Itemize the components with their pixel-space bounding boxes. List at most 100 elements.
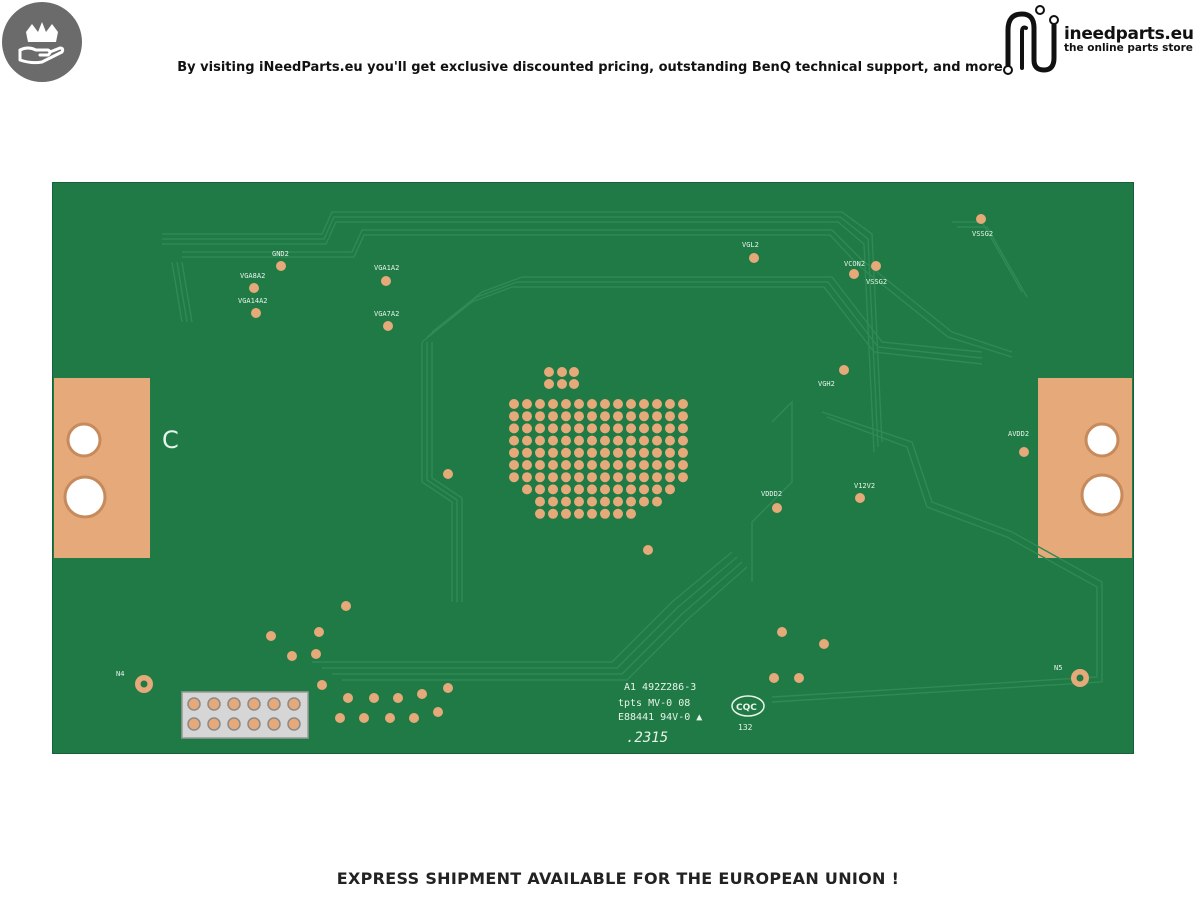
silk-n4: N4 bbox=[116, 670, 124, 678]
copper-pad-left bbox=[54, 378, 150, 558]
bga-pad bbox=[639, 423, 649, 434]
silk-vga1a2: VGA1A2 bbox=[374, 264, 399, 272]
bga-pad bbox=[678, 399, 688, 409]
silk-vga14a2: VGA14A2 bbox=[238, 297, 268, 305]
bga-pad bbox=[574, 484, 584, 495]
bga-pad bbox=[535, 472, 545, 483]
bga-pad bbox=[548, 484, 558, 495]
bga-pad bbox=[600, 423, 610, 434]
bga-pad bbox=[600, 460, 610, 470]
bga-pad bbox=[548, 423, 558, 434]
silk-corner-letter: C bbox=[162, 426, 179, 454]
bga-pad bbox=[665, 423, 675, 434]
bga-pad bbox=[678, 435, 688, 446]
bga-pad bbox=[522, 447, 532, 458]
bga-pad bbox=[600, 447, 610, 458]
connector-pin bbox=[267, 717, 281, 731]
bga-pad bbox=[535, 447, 545, 458]
bga-pad bbox=[600, 435, 610, 446]
bga-pad bbox=[652, 399, 662, 409]
bga-pad bbox=[522, 411, 532, 422]
bga-pad bbox=[665, 411, 675, 422]
bga-pad bbox=[613, 496, 623, 507]
bga-pad bbox=[587, 423, 597, 434]
bga-pad bbox=[535, 399, 545, 409]
bga-pad bbox=[509, 435, 519, 446]
bga-pad bbox=[522, 435, 532, 446]
bga-pad bbox=[626, 496, 636, 507]
bga-pad bbox=[509, 399, 519, 409]
silk-avdd2: AVDD2 bbox=[1008, 430, 1029, 438]
bga-pad bbox=[652, 447, 662, 458]
silk-part-number: A1 492Z286-3 bbox=[624, 682, 696, 693]
bga-pad bbox=[548, 508, 558, 519]
bga-pad bbox=[613, 423, 623, 434]
bga-pad bbox=[639, 399, 649, 409]
bga-pad bbox=[665, 435, 675, 446]
bga-pad bbox=[535, 484, 545, 495]
bga-pad bbox=[574, 496, 584, 507]
bga-pad bbox=[535, 411, 545, 422]
bga-pad bbox=[561, 447, 571, 458]
bga-pad bbox=[587, 435, 597, 446]
bga-pad bbox=[652, 484, 662, 495]
shipping-banner: EXPRESS SHIPMENT AVAILABLE FOR THE EUROP… bbox=[336, 869, 900, 888]
silk-flammability: E88441 94V-0 ▲ bbox=[618, 712, 702, 723]
bga-pad bbox=[613, 399, 623, 409]
bga-pad bbox=[613, 460, 623, 470]
copper-pad-right bbox=[1038, 378, 1132, 558]
bga-pad bbox=[626, 484, 636, 495]
ineedparts-logo[interactable]: ineedparts.eu the online parts store bbox=[1000, 2, 1196, 78]
bga-pad bbox=[652, 496, 662, 507]
circuit-n-icon bbox=[1003, 5, 1059, 75]
bga-pad bbox=[509, 447, 519, 458]
bga-pad bbox=[535, 435, 545, 446]
promo-banner: By visiting iNeedParts.eu you'll get exc… bbox=[177, 60, 1003, 75]
bga-pad bbox=[587, 508, 597, 519]
connector-pin bbox=[207, 697, 221, 711]
bga-pad bbox=[652, 472, 662, 483]
silk-date-code: .2315 bbox=[626, 730, 668, 746]
connector-pin bbox=[267, 697, 281, 711]
bga-pad bbox=[548, 399, 558, 409]
bga-pad bbox=[626, 399, 636, 409]
bga-pad bbox=[678, 472, 688, 483]
bga-pad bbox=[626, 460, 636, 470]
bga-pad bbox=[509, 460, 519, 470]
bga-pad bbox=[665, 460, 675, 470]
silk-cqc-mark: CQC bbox=[736, 703, 757, 713]
bga-pad bbox=[652, 460, 662, 470]
bga-pad bbox=[665, 484, 675, 495]
bga-pad bbox=[561, 460, 571, 470]
bga-pad bbox=[561, 472, 571, 483]
bga-pad bbox=[535, 460, 545, 470]
bga-pad bbox=[639, 460, 649, 470]
bga-pad bbox=[574, 399, 584, 409]
bga-pad bbox=[561, 411, 571, 422]
bga-pad bbox=[600, 496, 610, 507]
bga-pad bbox=[613, 472, 623, 483]
bga-pad bbox=[587, 460, 597, 470]
silk-ul-mark: tpts MV-0 08 bbox=[618, 698, 690, 709]
silk-cert-number: 132 bbox=[738, 723, 753, 732]
bga-pad bbox=[678, 447, 688, 458]
bga-pad bbox=[613, 508, 623, 519]
bga-pad bbox=[600, 484, 610, 495]
bga-pad bbox=[626, 423, 636, 434]
bga-pad-array bbox=[509, 399, 688, 519]
bga-pad bbox=[522, 472, 532, 483]
bga-pad bbox=[600, 399, 610, 409]
connector-pin bbox=[187, 717, 201, 731]
bga-pad bbox=[639, 435, 649, 446]
bga-pad bbox=[561, 496, 571, 507]
bga-pad bbox=[587, 484, 597, 495]
bga-pad bbox=[548, 447, 558, 458]
bga-pad bbox=[587, 472, 597, 483]
bga-pad bbox=[561, 508, 571, 519]
bga-pad bbox=[574, 411, 584, 422]
silk-gnd2: GND2 bbox=[272, 250, 289, 258]
connector-pin bbox=[287, 717, 301, 731]
pin-header bbox=[181, 691, 309, 739]
silk-vga8a2: VGA8A2 bbox=[240, 272, 265, 280]
crown-hand-badge bbox=[2, 2, 82, 82]
